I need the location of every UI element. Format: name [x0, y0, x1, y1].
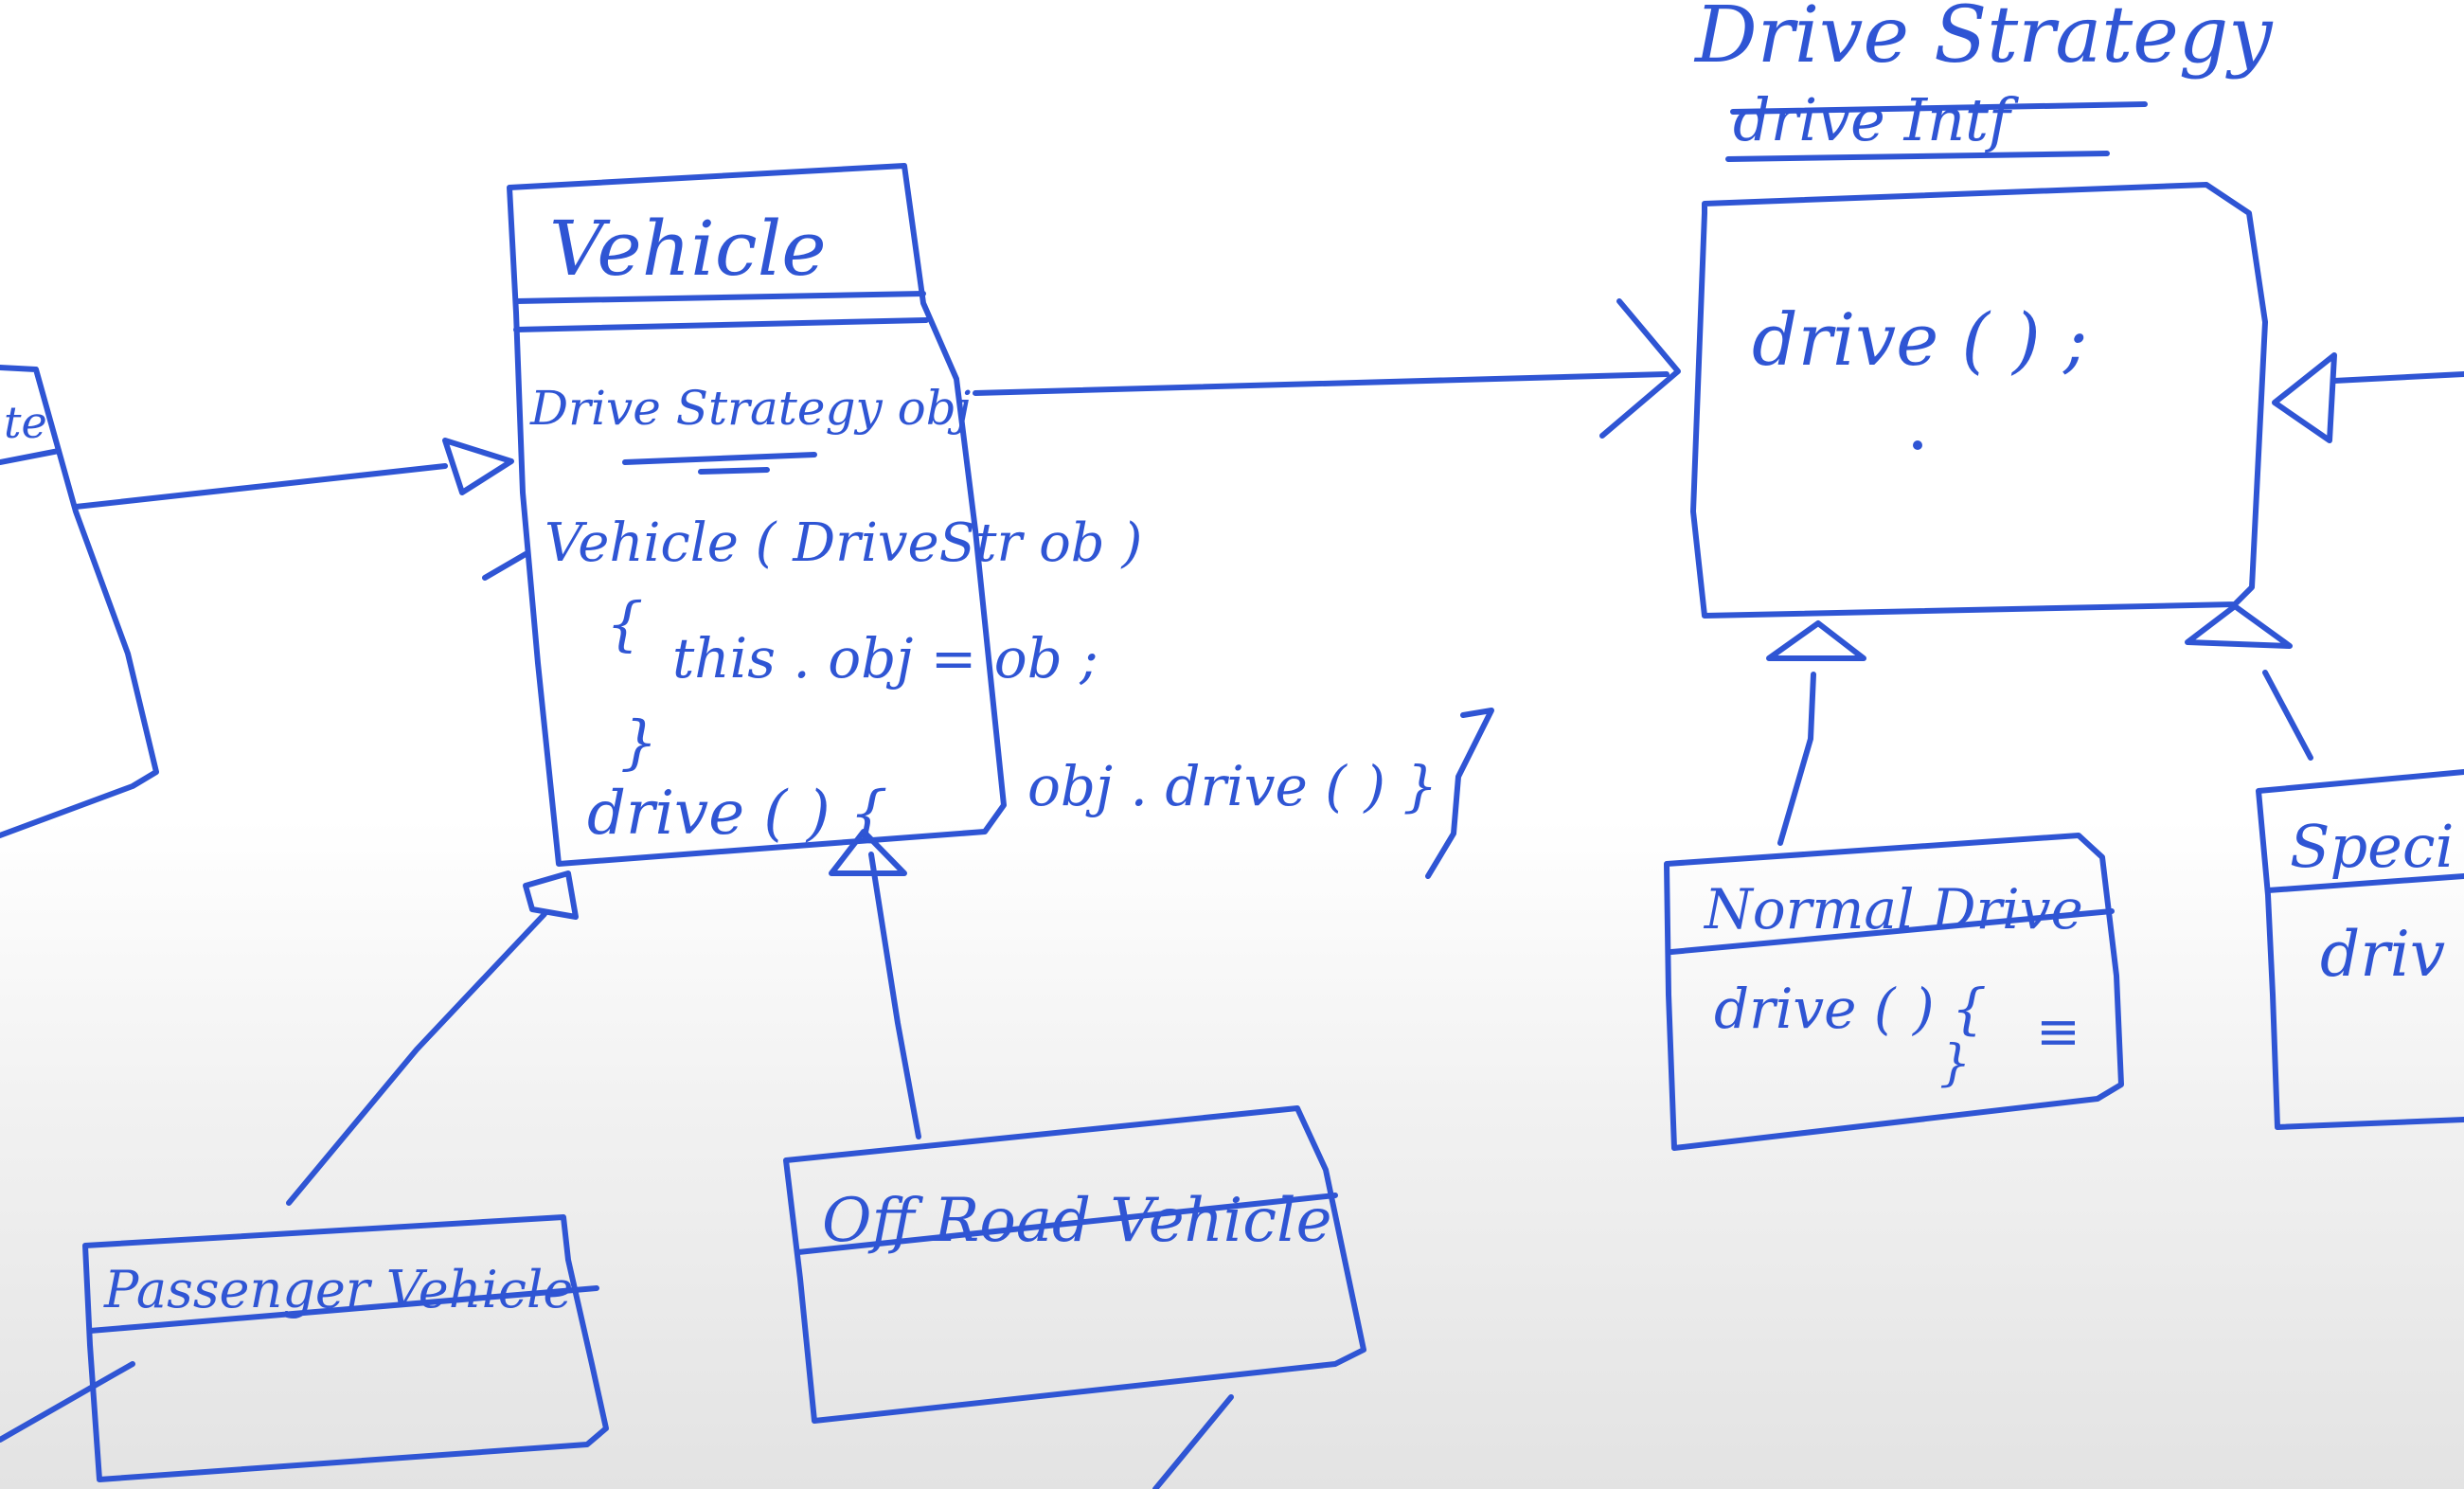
drive-strategy-interface: Drive Strategy drive Intf drive ( ) ; — [1690, 0, 2464, 619]
vehicle-to-strategy-arrowhead — [1599, 298, 1681, 439]
passenger-inheritance-line — [286, 911, 547, 1206]
normal-drive-method: drive ( ) { — [1714, 977, 1987, 1041]
passenger-name: Passenger Vehicle — [103, 1260, 573, 1319]
strategy-title: Drive Strategy — [1693, 0, 2274, 81]
normal-inheritance-arrow — [1766, 620, 1866, 661]
passenger-vehicle-class: Passenger Vehicle — [0, 870, 609, 1482]
offroad-vehicle-class: Off Road Vehicle — [783, 829, 1366, 1489]
passenger-box — [82, 1214, 609, 1482]
special-drive-method: driv — [2320, 918, 2445, 991]
special-inheritance-arrow — [2185, 603, 2293, 649]
normal-inheritance-line — [1777, 672, 1816, 846]
vehicle-open-brace: { — [606, 589, 643, 658]
vehicle-drive-body: obj . drive ( ) } — [1027, 754, 1437, 818]
normal-drive-body-mark: ≡ — [2036, 1001, 2080, 1063]
normal-drive-close: } — [1939, 1035, 1971, 1092]
left-partial-class: te — [0, 365, 514, 838]
left-to-vehicle-arrow — [442, 438, 514, 495]
special-drive-class: Speci driv — [2185, 603, 2464, 1130]
offroad-inheritance-arrow — [829, 829, 907, 876]
vehicle-class: Vehicle Drive Strategy obj Vehicle ( Dri… — [482, 163, 1681, 879]
strategy-right-arrow — [2272, 352, 2337, 443]
special-drive-name: Speci — [2290, 812, 2454, 881]
offroad-inheritance-line — [868, 852, 921, 1139]
special-drive-box — [2256, 769, 2464, 1130]
strategy-box — [1690, 182, 2268, 619]
strategy-method: drive ( ) ; — [1752, 297, 2088, 382]
strategy-subtitle-struck: drive Intf — [1733, 85, 2020, 154]
vehicle-box — [507, 163, 1007, 867]
vehicle-close-brace: } — [620, 708, 657, 777]
vehicle-constructor: Vehicle ( DriveStr ob ) — [545, 512, 1142, 574]
offroad-name: Off Road Vehicle — [822, 1186, 1331, 1256]
normal-drive-name: Normal Drive — [1703, 877, 2083, 942]
normal-drive-box — [1664, 833, 2124, 1151]
vehicle-name: Vehicle — [549, 205, 827, 293]
vehicle-to-strategy-line — [973, 371, 1669, 396]
vehicle-constructor-body: this . obj = ob ; — [672, 626, 1098, 691]
offroad-box — [783, 1105, 1366, 1424]
special-inheritance-line — [2262, 670, 2313, 761]
left-to-vehicle-line — [73, 463, 448, 510]
vehicle-drive-method: drive ( ) { — [587, 779, 888, 849]
passenger-inheritance-arrow — [523, 870, 579, 920]
normal-drive-class: Normal Drive drive ( ) { ≡ } — [1664, 620, 2124, 1151]
left-partial-label: te — [4, 397, 47, 448]
vehicle-field: Drive Strategy obj — [529, 381, 971, 436]
